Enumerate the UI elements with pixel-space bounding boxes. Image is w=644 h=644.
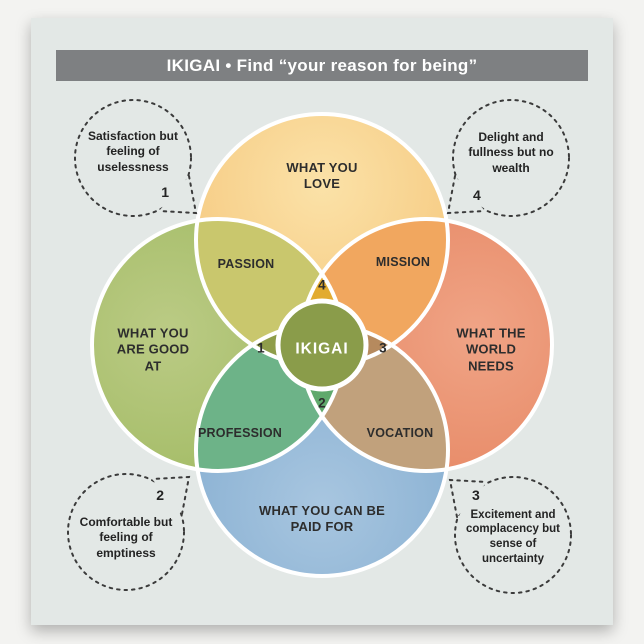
callout-top-right: Delight and fullness but no wealth 4 (453, 100, 569, 216)
label-profession: PROFESSION (198, 426, 282, 441)
label-mission: MISSION (375, 255, 431, 270)
callout-bubble-bottom-left (67, 473, 185, 591)
page-title: IKIGAI • Find “your reason for being” (166, 55, 478, 75)
callout-tail-bottom-right (448, 478, 488, 518)
region-number-3: 3 (379, 340, 387, 356)
callout-tail-bottom-left (151, 475, 191, 515)
callout-bubble-top-right (452, 99, 570, 217)
callout-bottom-right-number: 3 (472, 487, 480, 503)
callout-bottom-left: Comfortable but feeling of emptiness 2 (68, 474, 184, 590)
header-bar: IKIGAI • Find “your reason for being” (56, 50, 588, 81)
callout-bottom-right: Excitement and complacency but sense of … (455, 477, 571, 593)
callout-bubble-top-left (74, 99, 192, 217)
callout-bubble-bottom-right (454, 476, 572, 594)
callout-tail-top-left (158, 175, 198, 215)
callout-bottom-left-text: Comfortable but feeling of emptiness (79, 514, 173, 560)
callout-top-right-text: Delight and fullness but no wealth (468, 129, 554, 175)
region-number-2: 2 (318, 395, 326, 411)
label-vocation: VOCATION (366, 426, 434, 441)
callout-tail-top-right (446, 175, 486, 215)
callout-bottom-right-text: Excitement and complacency but sense of … (466, 508, 560, 565)
callout-top-left: Satisfaction but feeling of uselessness … (75, 100, 191, 216)
label-what-the-world-needs: WHAT THE WORLD NEEDS (456, 325, 526, 374)
callout-bottom-left-number: 2 (156, 487, 164, 503)
label-what-you-are-good-at: WHAT YOU ARE GOOD AT (116, 325, 190, 374)
callout-top-left-number: 1 (161, 184, 169, 200)
region-number-1: 1 (257, 340, 265, 356)
label-what-you-can-be-paid-for: WHAT YOU CAN BE PAID FOR (258, 502, 386, 534)
ikigai-circle (275, 298, 369, 392)
region-number-4: 4 (318, 277, 326, 293)
label-ikigai: IKIGAI (295, 340, 349, 358)
label-passion: PASSION (217, 257, 275, 272)
label-what-you-love: WHAT YOU LOVE (286, 159, 358, 191)
callout-top-left-text: Satisfaction but feeling of uselessness (87, 128, 178, 174)
callout-top-right-number: 4 (473, 187, 481, 203)
